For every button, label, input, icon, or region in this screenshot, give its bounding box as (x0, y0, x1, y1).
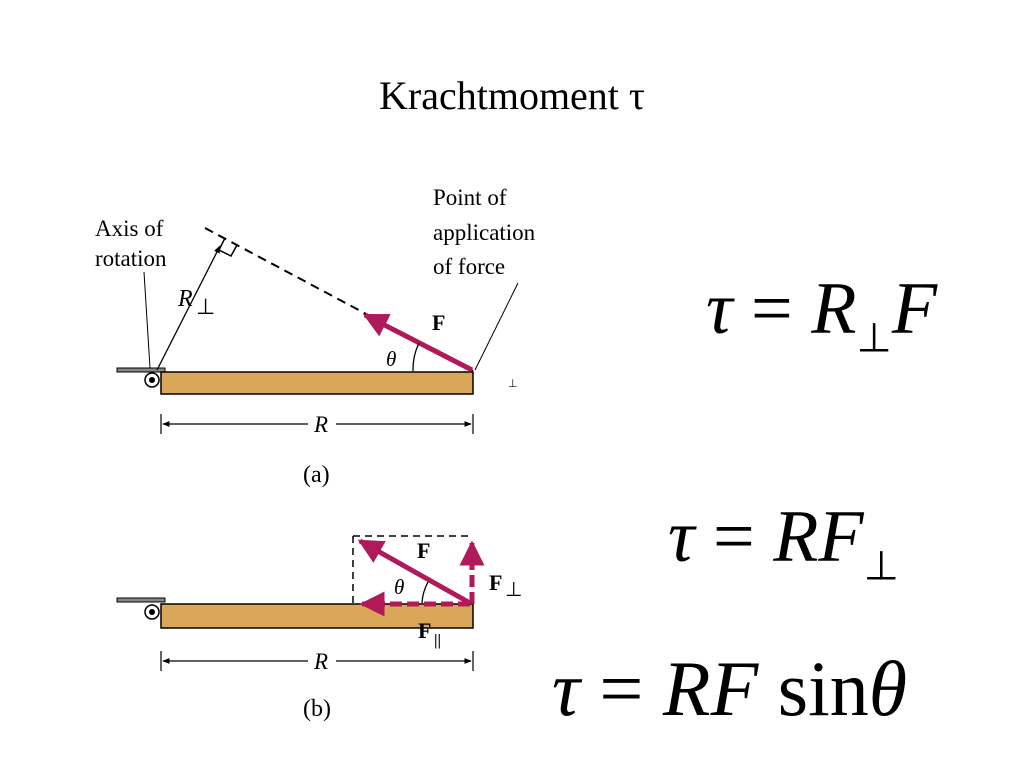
angle-label-b: θ (394, 575, 404, 599)
eq1-equals: = (751, 268, 793, 350)
eq3-sin: sin (777, 645, 869, 732)
axis-label-2: rotation (95, 246, 167, 271)
board-a (160, 371, 474, 395)
slide-title: Krachtmoment τ (379, 73, 645, 118)
eq3-theta: θ (868, 645, 908, 732)
point-label-1: Point of (433, 185, 507, 210)
angle-label-a: θ (386, 347, 396, 371)
point-label-3: of force (433, 254, 505, 279)
caption-b: (b) (303, 696, 331, 722)
length-label-a: R (313, 412, 328, 437)
equation-r-f-sin: τ = RF sinθ (552, 650, 907, 728)
force-label-a: F (432, 310, 445, 335)
axis-leader (143, 271, 151, 369)
eq1-r: R (811, 268, 857, 350)
eq2-tau: τ (668, 496, 695, 578)
force-perp-label: F (489, 570, 502, 595)
eq2-equals: = (713, 496, 755, 578)
eq2-rf: RF (773, 496, 864, 578)
r-perp-label: R (177, 286, 193, 312)
eq1-f: F (891, 268, 938, 350)
equation-r-f-perp: τ = RF⊥ (668, 500, 899, 587)
axis-label-1: Axis of (95, 216, 164, 241)
hinge-a (116, 367, 166, 388)
caption-a: (a) (303, 462, 330, 488)
dimension-a (160, 414, 474, 434)
force-par-symbol: || (434, 632, 441, 649)
force-perp-symbol: ⊥ (505, 579, 522, 601)
point-label-2: application (433, 220, 536, 245)
length-label-b: R (313, 649, 328, 674)
force-label-b: F (417, 538, 430, 563)
hinge-b (116, 597, 166, 620)
dimension-b (160, 651, 474, 671)
r-perp-arrow (156, 245, 221, 371)
r-perp-symbol: ⊥ (196, 294, 215, 319)
force-arrow-a (362, 312, 474, 373)
stray-mark: ⊥ (508, 378, 518, 390)
eq3-rf: RF (662, 645, 759, 732)
point-leader (474, 282, 519, 371)
board-b (160, 603, 474, 629)
angle-arc-a (412, 342, 420, 372)
eq2-perp: ⊥ (863, 543, 900, 589)
right-angle-marker (217, 237, 238, 257)
equation-r-perp-f: τ = R⊥F (706, 272, 937, 359)
line-of-action (204, 227, 474, 372)
eq3-tau: τ (552, 645, 580, 732)
diagram-b: F θ F ⊥ F || R (b) (116, 535, 522, 722)
angle-arc-b (421, 581, 429, 604)
force-par-label: F (418, 618, 431, 643)
diagram-a: Axis of rotation Point of application of… (95, 185, 536, 488)
eq3-equals: = (599, 645, 644, 732)
force-arrow-b (357, 538, 472, 606)
eq1-tau: τ (706, 268, 733, 350)
eq1-perp: ⊥ (856, 315, 892, 361)
